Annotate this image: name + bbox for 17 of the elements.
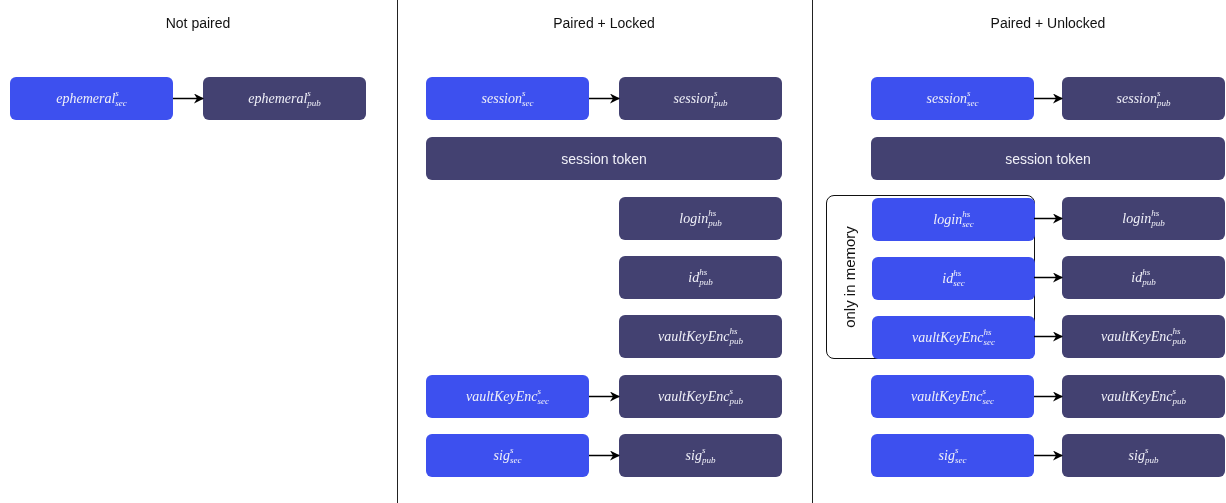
arrow — [1033, 93, 1063, 104]
arrow — [1033, 450, 1063, 461]
arrow — [1033, 391, 1063, 402]
arrow — [588, 391, 620, 402]
arrow — [588, 450, 620, 461]
arrow — [1033, 331, 1063, 342]
column-title: Paired + Locked — [553, 15, 655, 31]
arrow — [1033, 272, 1063, 283]
group-label: only in memory — [840, 226, 858, 328]
token-box: session token — [871, 137, 1225, 180]
column-title: Paired + Unlocked — [990, 15, 1106, 31]
column-title: Not paired — [165, 15, 231, 31]
arrow — [172, 93, 204, 104]
memory-group-frame — [826, 195, 1035, 359]
arrow — [588, 93, 620, 104]
arrow — [1033, 213, 1063, 224]
token-box: session token — [426, 137, 782, 180]
